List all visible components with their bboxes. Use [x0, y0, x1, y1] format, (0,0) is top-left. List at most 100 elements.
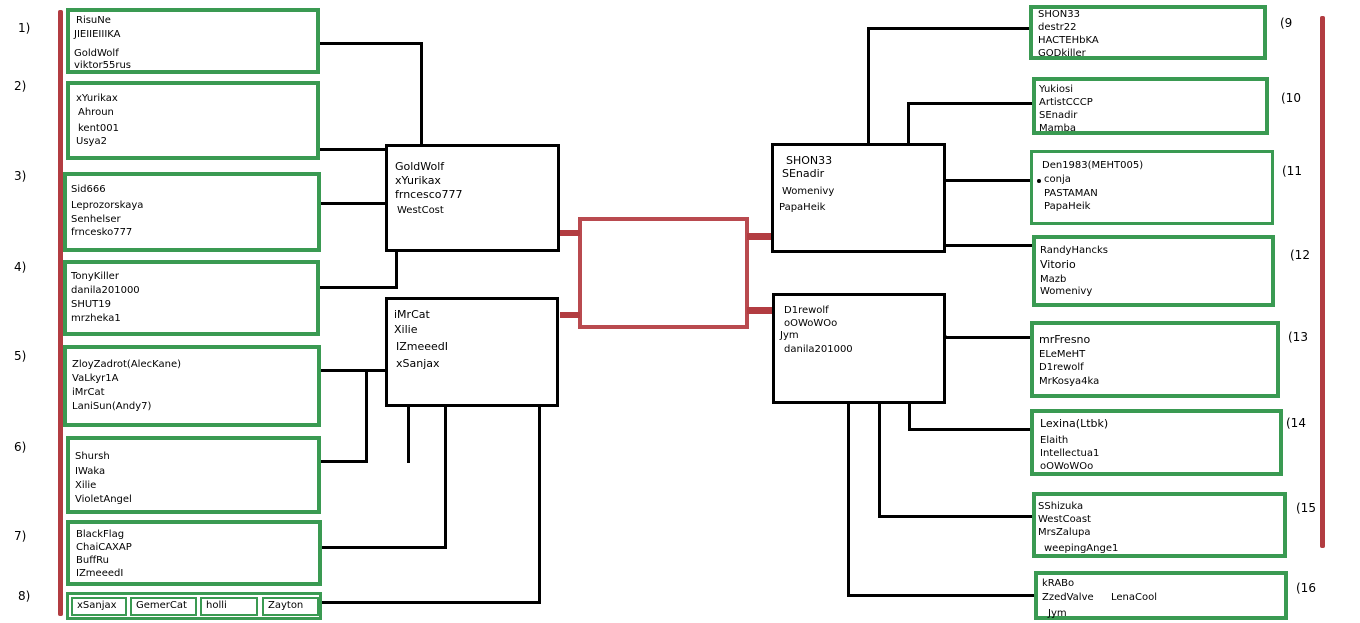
player-name: LenaCool [1111, 592, 1158, 603]
player-name: IWaka [75, 466, 106, 477]
player-name: SHON33 [786, 154, 833, 167]
player-name: PapaHeik [779, 202, 826, 213]
group-number: (14 [1286, 416, 1306, 430]
player-name: SHUT19 [71, 299, 112, 310]
left-semi-bottom-box: iMrCat Xilie IZmeeedI xSanjax [385, 297, 559, 407]
group-box-14: Lexina(Ltbk) Elaith Intellectua1 oOWoWOo [1030, 409, 1283, 476]
group-number: 8) [18, 589, 31, 603]
player-name: MrKosya4ka [1039, 376, 1100, 387]
player-name: Jym [780, 330, 799, 341]
group-number: (10 [1281, 91, 1301, 105]
player-name: ELeMeHT [1039, 349, 1086, 360]
group-box-1: RisuNe JIEIIEIIIKA GoldWolf viktor55rus [66, 8, 320, 74]
player-name: TonyKiller [71, 271, 119, 282]
player-name: PapaHeik [1044, 201, 1091, 212]
final-connector-right-top [747, 233, 775, 240]
player-name: kent001 [78, 123, 119, 134]
group-number: (16 [1296, 581, 1316, 595]
group-box-16: kRABo ZzedValve LenaCool Jym [1034, 571, 1288, 620]
group-box-5: ZloyZadrot(AlecKane) VaLkyr1A iMrCat Lan… [63, 345, 321, 427]
player-name: Leprozorskaya [71, 200, 144, 211]
final-box [578, 217, 749, 329]
player-name: xSanjax [396, 357, 440, 370]
final-connector-right-bottom [747, 307, 775, 314]
group-number: 4) [14, 260, 27, 274]
player-name: ZloyZadrot(AlecKane) [72, 359, 181, 370]
player-name: Ahroun [78, 107, 114, 118]
player-name: VioletAngel [75, 494, 132, 505]
player-name: HACTEHbKA [1038, 35, 1099, 46]
player-name: xYurikax [395, 174, 441, 187]
player-name: SShizuka [1038, 501, 1084, 512]
player-name: danila201000 [784, 344, 853, 355]
dot [1037, 179, 1041, 183]
group-number: 1) [18, 21, 31, 35]
player-name: conja [1044, 174, 1071, 185]
group-number: 7) [14, 529, 27, 543]
group-box-15: SShizuka WestCoast MrsZalupa weepingAnge… [1032, 492, 1287, 558]
final-connector-left-bottom [560, 312, 580, 318]
player-cell: xSanjax [71, 597, 127, 616]
player-name: weepingAnge1 [1044, 543, 1119, 554]
group-box-13: mrFresno ELeMeHT D1rewolf MrKosya4ka [1030, 321, 1280, 398]
group-box-12: RandyHancks Vitorio Mazb Womenivy [1032, 235, 1275, 307]
dot [943, 335, 947, 339]
group-box-2: xYurikax Ahroun kent001 Usya2 [66, 81, 320, 160]
group-number: (9 [1280, 16, 1293, 30]
group-number: 6) [14, 440, 27, 454]
player-name: VaLkyr1A [72, 373, 119, 384]
player-name: kRABo [1042, 578, 1075, 589]
player-name: D1rewolf [784, 305, 829, 316]
player-cell: holli [200, 597, 258, 616]
player-name: oOWoWOo [1040, 461, 1094, 472]
group-number: (15 [1296, 501, 1316, 515]
player-name: D1rewolf [1039, 362, 1084, 373]
player-name: LaniSun(Andy7) [72, 401, 152, 412]
player-name: IZmeeedI [76, 568, 124, 579]
player-name: Intellectua1 [1040, 448, 1100, 459]
player-name: JIEIIEIIIKA [74, 29, 121, 40]
player-name: PASTAMAN [1044, 188, 1098, 199]
player-name: ArtistCCCP [1039, 97, 1093, 108]
player-name: Senhelser [71, 214, 121, 225]
player-name: Sid666 [71, 184, 106, 195]
player-name: Xilie [394, 323, 418, 336]
player-name: mrzheka1 [71, 313, 121, 324]
player-name: Den1983(MEHT005) [1042, 160, 1144, 171]
player-name: xYurikax [76, 93, 118, 104]
player-cell: Zayton [262, 597, 319, 616]
player-name: Vitorio [1040, 258, 1076, 271]
player-name: GODkiller [1038, 48, 1086, 59]
player-name: frncesco777 [395, 188, 463, 201]
player-name: Mamba [1039, 123, 1076, 134]
player-name: BlackFlag [76, 529, 125, 540]
player-name: SEnadir [1039, 110, 1078, 121]
group-box-7: BlackFlag ChaiCAXAP BuffRu IZmeeedI [66, 520, 322, 586]
group-box-4: TonyKiller danila201000 SHUT19 mrzheka1 [63, 260, 320, 336]
player-name: WestCost [397, 205, 444, 216]
group-number: (11 [1282, 164, 1302, 178]
group-box-8: xSanjax GemerCat holli Zayton [66, 592, 322, 620]
group-number: 3) [14, 169, 27, 183]
player-name: Xilie [75, 480, 97, 491]
right-semi-top-box: SHON33 SEnadir Womenivy PapaHeik [771, 143, 946, 253]
player-name: Mazb [1040, 274, 1067, 285]
player-name: MrsZalupa [1038, 527, 1091, 538]
player-name: iMrCat [72, 387, 105, 398]
player-name: viktor55rus [74, 60, 132, 71]
player-name: destr22 [1038, 22, 1077, 33]
group-box-6: Shursh IWaka Xilie VioletAngel [66, 436, 321, 514]
player-name: ZzedValve [1042, 592, 1094, 603]
player-name: RisuNe [76, 15, 111, 26]
player-cell: GemerCat [130, 597, 197, 616]
group-box-9: SHON33 destr22 HACTEHbKA GODkiller [1029, 5, 1267, 60]
group-number: 5) [14, 349, 27, 363]
player-name: Womenivy [1040, 286, 1093, 297]
right-semi-bottom-box: D1rewolf oOWoWOo Jym danila201000 [772, 293, 947, 404]
player-name: iMrCat [394, 308, 430, 321]
player-name: IZmeeedI [396, 340, 449, 353]
player-name: Usya2 [76, 136, 107, 147]
group-box-10: Yukiosi ArtistCCCP SEnadir Mamba [1032, 77, 1269, 135]
group-number: 2) [14, 79, 27, 93]
player-name: Yukiosi [1039, 84, 1073, 95]
